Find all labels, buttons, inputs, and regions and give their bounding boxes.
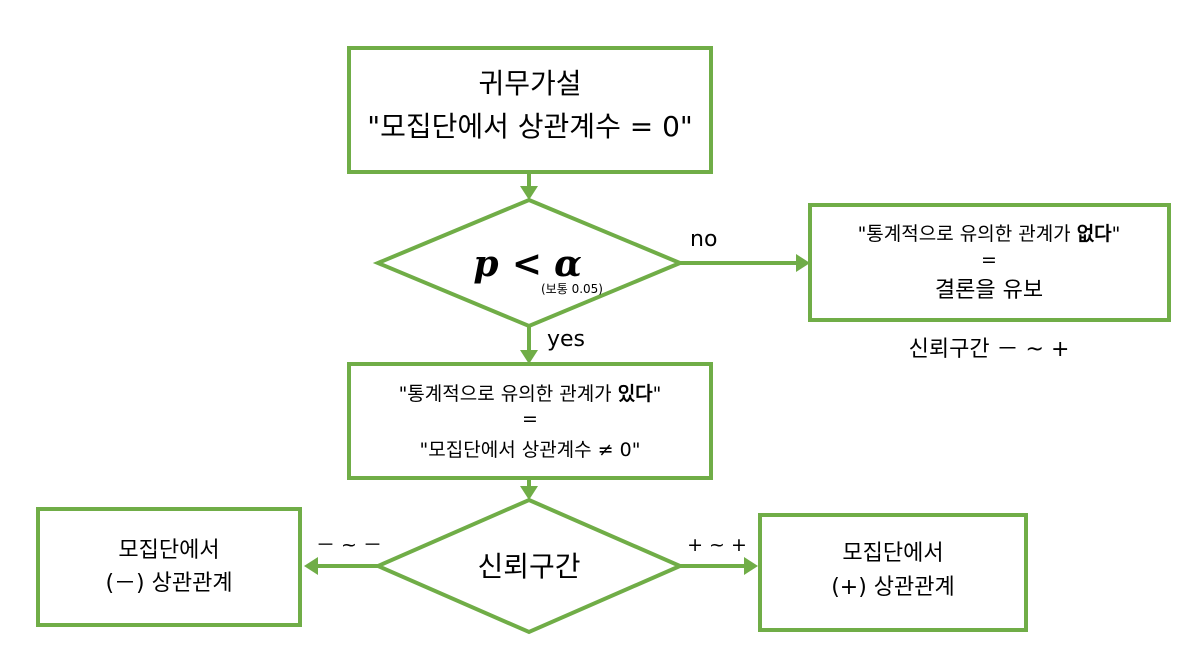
not-significant-keyword: 없다 [1077,223,1112,245]
significant-correlation-statement: "모집단에서 상관계수 ≠ 0" [420,439,641,461]
not-significant-box: "통계적으로 유의한 관계가 없다" = 결론을 유보 [808,203,1171,322]
no-label: no [690,227,717,252]
positive-correlation-line1: 모집단에서 [842,541,943,566]
arrowhead-null-to-decision [520,186,538,200]
ci-decision: 신뢰구간 [373,497,685,635]
alpha-note: (보통 0.05) [541,282,603,296]
null-hypothesis-border [347,46,713,174]
negative-correlation-box: 모집단에서 (－) 상관관계 [36,507,302,627]
arrowhead-ci-to-negative [304,557,318,575]
null-hypothesis-title: 귀무가설 [478,67,581,100]
null-hypothesis-box: 귀무가설 "모집단에서 상관계수 = 0" [347,46,713,174]
significant-keyword: 있다 [618,383,653,405]
yes-label: yes [547,327,585,352]
ci-diamond-label: 신뢰구간 [477,550,580,583]
negative-correlation-line2: (－) 상관관계 [105,571,232,596]
ci-diamond [373,497,685,635]
significant-equals: = [522,408,538,430]
positive-correlation-line2: (+) 상관관계 [831,575,955,600]
alpha-symbol: α [554,243,582,285]
p-symbol: p [473,243,498,285]
less-than-symbol: < [512,243,542,285]
negative-correlation-border [36,507,302,627]
positive-range-label: + ~ + [687,534,747,556]
not-significant-equals: = [981,249,997,271]
arrowhead-decision-to-significant [520,350,538,364]
confidence-interval-note: 신뢰구간 － ~ + [909,337,1070,362]
significant-box: "통계적으로 유의한 관계가 있다" = "모집단에서 상관계수 ≠ 0" [347,362,713,480]
not-significant-conclusion: 결론을 유보 [935,278,1043,303]
not-significant-statement: "통계적으로 유의한 관계가 없다" [858,223,1121,245]
arrowhead-ci-to-positive [744,557,758,575]
significant-statement: "통계적으로 유의한 관계가 있다" [399,383,662,405]
significant-border [347,362,713,480]
not-significant-border [808,203,1171,322]
negative-correlation-line1: 모집단에서 [118,538,219,563]
arrowhead-decision-to-not-significant [796,254,810,272]
null-hypothesis-statement: "모집단에서 상관계수 = 0" [367,110,693,143]
positive-correlation-box: 모집단에서 (+) 상관관계 [758,513,1028,632]
negative-range-label: － ~ － [316,534,382,556]
connectors [304,172,810,575]
arrowhead-significant-to-ci [520,486,538,500]
p-alpha-diamond [372,197,686,329]
positive-correlation-border [758,513,1028,632]
p-alpha-decision: p < α (보통 0.05) [372,197,686,329]
